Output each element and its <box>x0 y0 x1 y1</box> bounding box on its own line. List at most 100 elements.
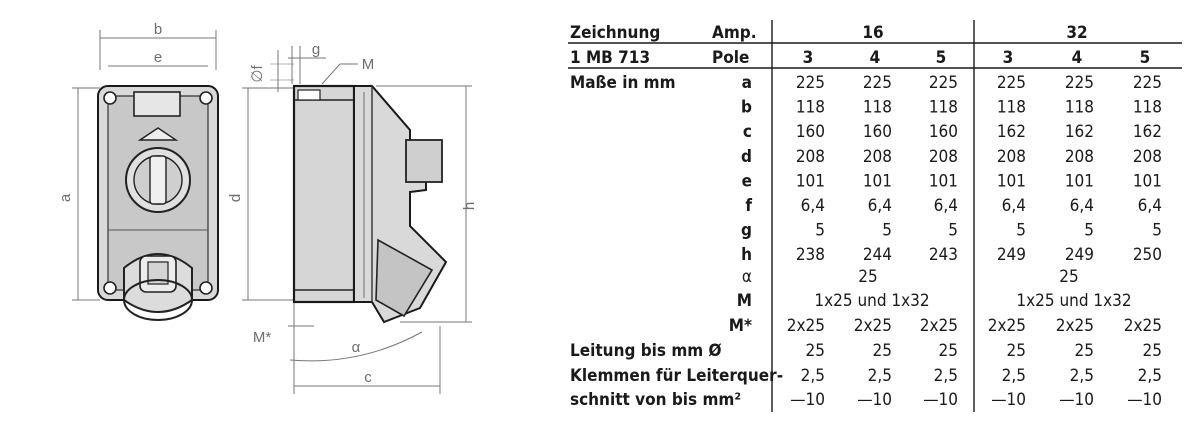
dim-value-cell: 6,4 <box>1002 196 1026 216</box>
dim-value-cell: 208 <box>1065 147 1094 167</box>
dim-label-Mstar: M* <box>253 329 271 346</box>
dim-value-cell: 238 <box>796 245 825 265</box>
amp-label: Amp. <box>712 23 757 43</box>
dim-label-f: ∅f <box>249 65 266 83</box>
dim-label-h: h <box>461 202 478 210</box>
dim-value-cell: 6,4 <box>801 196 825 216</box>
dim-label-b: b <box>154 21 162 38</box>
dim-value-cell: 118 <box>1065 98 1094 118</box>
dim-value-cell: 118 <box>1133 98 1162 118</box>
dim-key-e: e <box>742 171 752 191</box>
zeichnung-label: Zeichnung <box>570 23 660 43</box>
value-cell: 2,5 <box>1070 366 1094 386</box>
pole-cell: 3 <box>1003 48 1014 68</box>
dim-label-alpha: α <box>352 339 361 356</box>
klemmen-label-line1: Klemmen für Leiterquer- <box>570 366 783 386</box>
dim-value-cell: 5 <box>815 221 825 241</box>
dim-value-cell: 5 <box>882 221 892 241</box>
value-cell: 25 <box>1075 341 1094 361</box>
value-cell: 2x25 <box>854 316 892 336</box>
dim-value-cell: 249 <box>1065 245 1094 265</box>
dim-value-cell: 6,4 <box>1138 196 1162 216</box>
dim-label-c: c <box>364 369 372 386</box>
value-cell: 25 <box>1007 341 1026 361</box>
value-cell: 2,5 <box>934 366 958 386</box>
M-key: M <box>737 291 752 311</box>
side-dimensions: ∅f g M d h M* α c <box>227 41 478 394</box>
value-cell: 25 <box>873 341 892 361</box>
dim-value-cell: 208 <box>997 147 1026 167</box>
dim-value-cell: 101 <box>796 171 825 191</box>
dim-value-cell: 6,4 <box>1070 196 1094 216</box>
pole-cell: 3 <box>803 48 814 68</box>
dim-value-cell: 208 <box>929 147 958 167</box>
dim-key-f: f <box>745 196 752 216</box>
dim-label-a: a <box>57 193 74 202</box>
dim-value-cell: 225 <box>863 73 892 93</box>
pole-cell: 4 <box>1072 48 1083 68</box>
front-dimensions: b e a <box>57 21 217 301</box>
klemmen-row-line2: —10—10—10—10—10—10 <box>790 390 1162 410</box>
dim-value-cell: 118 <box>863 98 892 118</box>
value-cell: 2x25 <box>988 316 1026 336</box>
masse-label: Maße in mm <box>570 73 676 93</box>
value-cell: 2x25 <box>920 316 958 336</box>
dim-key-a: a <box>742 73 752 93</box>
dim-value-cell: 5 <box>1084 221 1094 241</box>
model-label: 1 MB 713 <box>570 48 650 68</box>
front-view <box>97 85 219 321</box>
dim-value-cell: 118 <box>796 98 825 118</box>
pole-cell: 4 <box>870 48 881 68</box>
dim-value-cell: 208 <box>1133 147 1162 167</box>
dim-label-e: e <box>154 49 162 66</box>
value-cell: 2,5 <box>1002 366 1026 386</box>
dim-value-cell: 162 <box>1065 122 1094 142</box>
dim-value-cell: 5 <box>1016 221 1026 241</box>
dim-value-cell: 6,4 <box>934 196 958 216</box>
leitung-label: Leitung bis mm Ø <box>570 341 722 361</box>
value-cell: 25 <box>806 341 825 361</box>
dim-value-cell: 162 <box>1133 122 1162 142</box>
dim-value-cell: 243 <box>929 245 958 265</box>
pole-cell: 5 <box>1140 48 1151 68</box>
dim-value-cell: 160 <box>863 122 892 142</box>
value-cell: 2,5 <box>868 366 892 386</box>
dim-value-cell: 225 <box>1065 73 1094 93</box>
dim-value-cell: 249 <box>997 245 1026 265</box>
value-cell: 2,5 <box>801 366 825 386</box>
value-cell: —10 <box>1059 390 1094 410</box>
amp-32-header: 32 <box>1066 23 1087 43</box>
value-cell: —10 <box>857 390 892 410</box>
value-cell: 25 <box>939 341 958 361</box>
dim-value-cell: 101 <box>929 171 958 191</box>
dim-value-cell: 225 <box>929 73 958 93</box>
dim-key-b: b <box>741 98 752 118</box>
alpha-key: α <box>742 267 752 287</box>
dim-value-cell: 118 <box>929 98 958 118</box>
technical-drawing: b e a ∅f g M <box>57 21 478 394</box>
dim-label-d: d <box>227 194 244 202</box>
value-cell: —10 <box>923 390 958 410</box>
dim-value-cell: 5 <box>948 221 958 241</box>
value-cell: 2x25 <box>787 316 825 336</box>
dim-value-cell: 118 <box>997 98 1026 118</box>
alpha-32-value: 25 <box>1059 267 1078 287</box>
dim-key-d: d <box>741 147 752 167</box>
value-cell: —10 <box>790 390 825 410</box>
dim-value-cell: 244 <box>863 245 892 265</box>
amp-16-header: 16 <box>862 23 883 43</box>
value-cell: 25 <box>1143 341 1162 361</box>
dim-label-M: M <box>362 56 375 73</box>
klemmen-label-line2: schnitt von bis mm² <box>570 390 741 410</box>
M-32-value: 1x25 und 1x32 <box>1016 291 1131 311</box>
dim-value-cell: 225 <box>796 73 825 93</box>
Mstar-key: M* <box>729 316 752 336</box>
dim-value-cell: 225 <box>1133 73 1162 93</box>
dim-value-cell: 101 <box>863 171 892 191</box>
side-view <box>292 84 448 324</box>
value-cell: 2,5 <box>1138 366 1162 386</box>
value-cell: 2x25 <box>1124 316 1162 336</box>
